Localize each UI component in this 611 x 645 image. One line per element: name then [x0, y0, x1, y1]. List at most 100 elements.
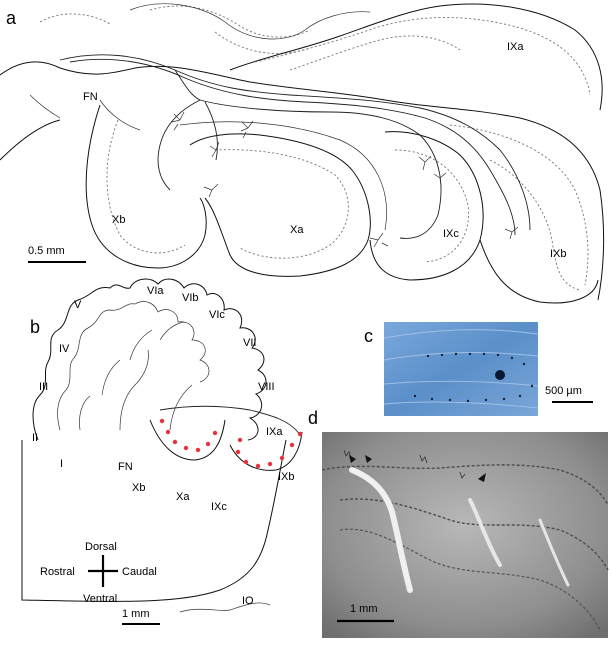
- stain-image: [384, 322, 538, 416]
- panel-a-letter: a: [6, 8, 17, 28]
- ixb-dotted-outer: [449, 124, 589, 286]
- terminal-dot: [159, 418, 165, 424]
- label-VII: VII: [243, 337, 256, 349]
- axon-branch-xb: [157, 99, 201, 191]
- terminal-dot: [195, 447, 201, 453]
- injection-site: [495, 370, 505, 380]
- terminal-dot: [183, 445, 189, 451]
- ixa-dotted-inner: [289, 35, 461, 71]
- label-xb: Xb: [112, 214, 125, 226]
- terminal-dot: [205, 441, 211, 447]
- label-III: III: [39, 381, 48, 393]
- arbor-8: [504, 226, 519, 240]
- fn-left-outline: [0, 119, 61, 161]
- axon-bundle-2: [69, 58, 516, 236]
- ixb-dotted: [489, 159, 581, 291]
- white-matter-lines: [119, 349, 193, 431]
- granule-layer-2: [339, 498, 609, 571]
- fine-fibers: [29, 94, 141, 131]
- label-IXa: IXa: [266, 426, 283, 438]
- label-IXc: IXc: [211, 501, 227, 513]
- arbor-4: [203, 183, 219, 198]
- terminal-dot: [289, 442, 295, 448]
- terminal-dot: [243, 459, 249, 465]
- compass-caudal: Caudal: [122, 566, 157, 578]
- white-matter-3: [538, 518, 570, 587]
- label-VIc: VIc: [209, 309, 225, 321]
- axon-bundle-1: [59, 54, 531, 231]
- brainstem-outline: [21, 439, 287, 602]
- xa-folium: [189, 133, 371, 277]
- ixa-outer: [229, 3, 603, 111]
- xb-folium: [85, 104, 207, 269]
- terminal-dot: [255, 463, 261, 469]
- terminal-dot: [297, 431, 303, 437]
- label-IO: IO: [242, 595, 254, 607]
- track-dots: [413, 352, 534, 403]
- label-V: V: [74, 299, 82, 311]
- folia-lines: [79, 321, 185, 431]
- arbor-3: [209, 141, 220, 158]
- xa-dotted: [214, 149, 349, 259]
- compass-dorsal: Dorsal: [85, 541, 117, 553]
- panel-b-letter: b: [30, 317, 40, 337]
- top-boundary: [129, 3, 371, 40]
- labeled-fibers: [343, 449, 466, 479]
- arbor-5: [369, 232, 389, 248]
- stain-fibers: [383, 329, 539, 409]
- label-IV: IV: [59, 343, 70, 355]
- ixc-dotted: [394, 149, 470, 263]
- label-VIII: VIII: [258, 381, 275, 393]
- compass-ventral: Ventral: [83, 593, 117, 605]
- label-FN: FN: [118, 461, 133, 473]
- label-ixa: IXa: [507, 41, 524, 53]
- label-ixc: IXc: [443, 228, 459, 240]
- red-terminals: [159, 418, 303, 469]
- scale-label-a: 0.5 mm: [28, 245, 65, 257]
- white-matter-2: [468, 498, 502, 567]
- label-IXb: IXb: [278, 471, 295, 483]
- panel-b: b II II: [21, 278, 303, 625]
- ixa-dotted-outer: [254, 17, 591, 96]
- label-II: II: [32, 432, 38, 444]
- label-Xa: Xa: [176, 491, 190, 503]
- ixc-folium: [369, 131, 484, 281]
- panel-c-letter: c: [364, 326, 373, 346]
- terminal-dot: [237, 437, 243, 443]
- label-Xb: Xb: [132, 482, 145, 494]
- arbor-6: [418, 155, 432, 171]
- panel-a: a: [0, 3, 605, 304]
- arbor-1: [171, 111, 185, 131]
- panel-d-letter: d: [308, 408, 318, 428]
- terminal-dot: [235, 449, 241, 455]
- xa-inner-line: [179, 121, 387, 231]
- scale-label-c: 500 µm: [545, 385, 582, 397]
- axon-bundle-3: [174, 69, 442, 239]
- ixc-ixb-lobule-b: [229, 431, 303, 471]
- arbor-7: [433, 172, 447, 187]
- arbor-2: [240, 120, 254, 139]
- label-VIa: VIa: [147, 285, 164, 297]
- xb-dotted: [106, 119, 186, 254]
- top-dotted-2: [149, 5, 311, 38]
- main-upper-outline: [0, 61, 605, 301]
- axon-bundle-b: [159, 405, 301, 436]
- panel-d: d 1 mm: [308, 408, 609, 638]
- scale-label-d: 1 mm: [350, 603, 378, 615]
- terminal-dot: [172, 439, 178, 445]
- panel-c: c 500 µm: [364, 322, 593, 416]
- terminal-dot: [267, 461, 273, 467]
- terminal-dot: [165, 429, 171, 435]
- white-matter-1: [349, 467, 413, 593]
- ixb-folium: [479, 239, 599, 304]
- label-I: I: [60, 458, 63, 470]
- cerebellum-inner-1: [57, 301, 210, 431]
- cerebellum-outline: [32, 278, 267, 441]
- label-ixb: IXb: [550, 248, 567, 260]
- top-dotted-1: [39, 13, 111, 25]
- terminal-dot: [279, 455, 285, 461]
- io-outline: [179, 602, 271, 613]
- compass-rostral: Rostral: [40, 566, 75, 578]
